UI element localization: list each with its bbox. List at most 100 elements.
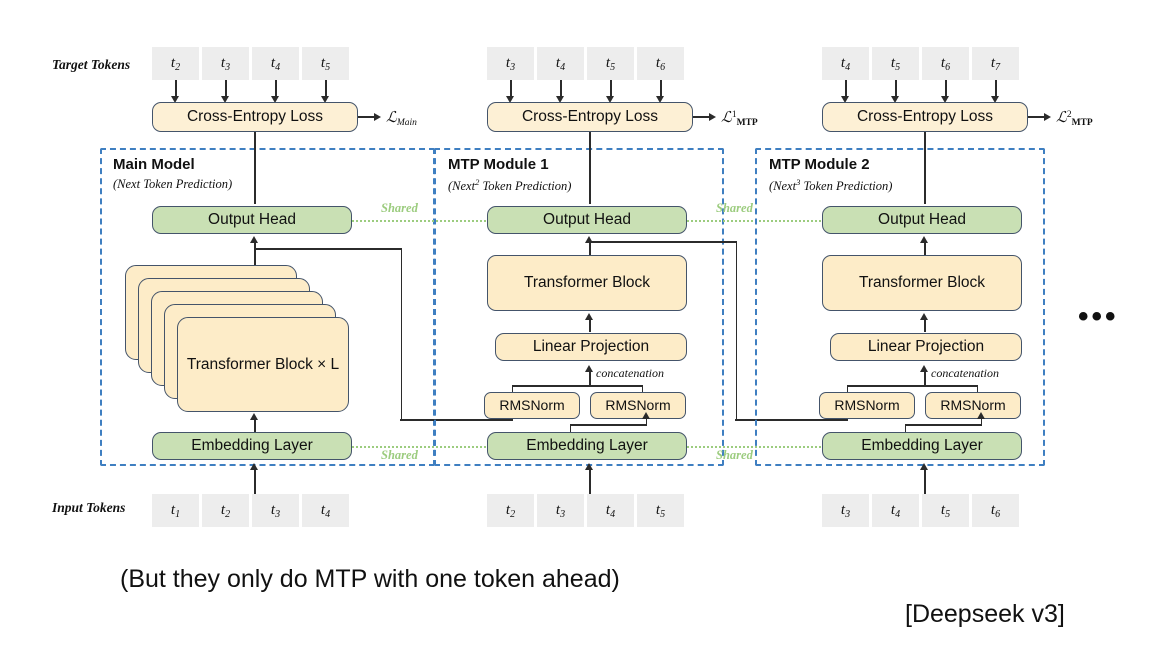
target-token-chip: t3 (202, 47, 249, 80)
token-label: t3 (270, 501, 281, 520)
loss-symbol-mtp2: ℒ2MTP (1056, 108, 1093, 128)
connector (980, 419, 983, 425)
connector (589, 320, 591, 332)
arrow-head (920, 365, 928, 372)
transformer-block-mtp1: Transformer Block (487, 255, 687, 311)
loss-symbol-mtp1: ℒ1MTP (721, 108, 758, 128)
rmsnorm-left-mtp2: RMSNorm (819, 392, 915, 419)
token-label: t7 (990, 54, 1001, 73)
token-label: t4 (890, 501, 901, 520)
target-token-chip: t6 (922, 47, 969, 80)
loss-superscript: 2 (1066, 110, 1072, 120)
module-subtitle-main: (Next Token Prediction) (113, 177, 233, 191)
token-label: t2 (505, 501, 516, 520)
target-token-chip: t4 (252, 47, 299, 80)
connector (570, 424, 647, 426)
connector (610, 80, 612, 98)
target-token-chip: t3 (487, 47, 534, 80)
token-label: t4 (840, 54, 851, 73)
shared-link-embedding-2 (687, 446, 821, 448)
token-label: t4 (320, 501, 331, 520)
module-mtp-2 (755, 148, 1045, 466)
arrow-head (585, 236, 593, 243)
input-token-chip: t4 (302, 494, 349, 527)
target-token-chip: t5 (872, 47, 919, 80)
target-token-chip: t5 (302, 47, 349, 80)
cross-entropy-loss-box: Cross-Entropy Loss (152, 102, 358, 132)
loss-subscript: Main (396, 118, 417, 128)
connector (895, 80, 897, 98)
connector (905, 424, 982, 426)
arrow-head (977, 412, 985, 419)
target-token-chip: t7 (972, 47, 1019, 80)
input-token-chip: t6 (972, 494, 1019, 527)
shared-label-embedding-1: Shared (381, 448, 418, 462)
arrow-head (1044, 112, 1051, 121)
target-token-chip: t4 (537, 47, 584, 80)
connector (924, 372, 926, 386)
connector (641, 385, 644, 393)
connector (924, 470, 926, 496)
embedding-layer-main: Embedding Layer (152, 432, 352, 460)
connector (945, 80, 947, 98)
arrow-head (250, 236, 258, 243)
arrow-head (709, 112, 716, 121)
connector (358, 116, 375, 118)
arrow-head (271, 96, 279, 103)
arrow-head (920, 236, 928, 243)
module-subtitle-mtp2: (Next3 Token Prediction) (769, 177, 893, 194)
arrow-head (250, 463, 258, 470)
module-title-main: Main Model (113, 156, 195, 173)
loss-script-l: ℒ (386, 110, 397, 126)
token-label: t2 (220, 501, 231, 520)
token-label: t6 (990, 501, 1001, 520)
token-label: t3 (555, 501, 566, 520)
token-label: t5 (940, 501, 951, 520)
module-title-mtp2: MTP Module 2 (769, 156, 870, 173)
token-label: t4 (270, 54, 281, 73)
linear-projection-mtp1: Linear Projection (495, 333, 687, 361)
cross-entropy-loss-box: Cross-Entropy Loss (822, 102, 1028, 132)
arrow-head (606, 96, 614, 103)
token-label: t5 (320, 54, 331, 73)
connector (589, 132, 591, 204)
connector (589, 470, 591, 496)
concatenation-label-mtp1: concatenation (596, 366, 664, 380)
shared-label-embedding-2: Shared (716, 448, 753, 462)
input-token-chip: t3 (537, 494, 584, 527)
arrow-head (556, 96, 564, 103)
token-label: t3 (505, 54, 516, 73)
arrow-head (920, 463, 928, 470)
rmsnorm-right-mtp1: RMSNorm (590, 392, 686, 419)
connector-main-to-mtp1 (400, 248, 403, 420)
arrow-head (374, 112, 381, 121)
transformer-block-mtp2: Transformer Block (822, 255, 1022, 311)
rmsnorm-right-mtp2: RMSNorm (925, 392, 1021, 419)
connector (976, 385, 979, 393)
connector (325, 80, 327, 98)
input-token-chip: t2 (202, 494, 249, 527)
target-token-chip: t6 (637, 47, 684, 80)
embedding-layer-mtp2: Embedding Layer (822, 432, 1022, 460)
connector (693, 116, 710, 118)
connector (847, 385, 978, 387)
loss-script-l: ℒ (1056, 110, 1067, 126)
input-token-chip: t1 (152, 494, 199, 527)
input-tokens-row-label: Input Tokens (52, 500, 126, 515)
shared-label-output-head-1: Shared (381, 201, 418, 215)
token-label: t6 (940, 54, 951, 73)
connector (660, 80, 662, 98)
connector (1028, 116, 1045, 118)
connector (175, 80, 177, 98)
module-subtitle-mtp1: (Next2 Token Prediction) (448, 177, 572, 194)
arrow-head (991, 96, 999, 103)
output-head-mtp2: Output Head (822, 206, 1022, 234)
connector (904, 424, 907, 432)
connector (845, 80, 847, 98)
connector-mtp1-to-mtp2 (735, 419, 848, 421)
connector (645, 419, 648, 425)
token-label: t3 (840, 501, 851, 520)
connector (589, 372, 591, 386)
arrow-head (585, 463, 593, 470)
connector-mtp1-to-mtp2 (735, 241, 738, 420)
